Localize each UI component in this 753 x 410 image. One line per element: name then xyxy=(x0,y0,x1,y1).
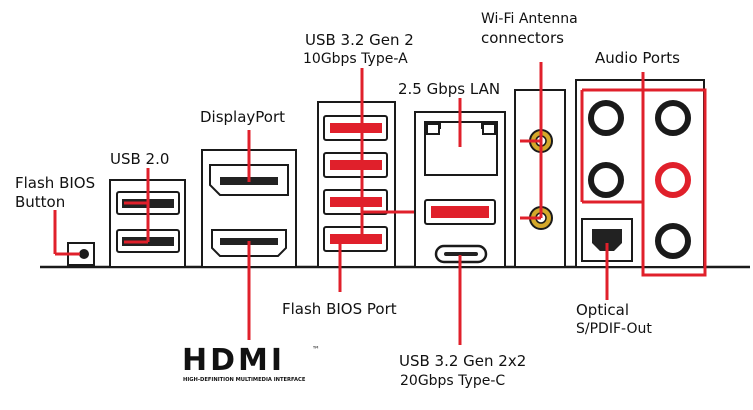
label-flash-bios-button-2: Button xyxy=(15,193,65,211)
label-usb32g2-1: USB 3.2 Gen 2 xyxy=(305,31,414,49)
wifi-antenna-connectors xyxy=(514,62,566,268)
label-optical-2: S/PDIF-Out xyxy=(576,321,652,337)
label-flash-bios-port: Flash BIOS Port xyxy=(282,300,397,318)
label-optical-1: Optical xyxy=(576,301,629,319)
label-audio: Audio Ports xyxy=(595,49,680,67)
label-wifi-2: connectors xyxy=(481,29,564,47)
label-lan: 2.5 Gbps LAN xyxy=(398,80,500,98)
audio-ports xyxy=(575,72,707,300)
flash-bios-button xyxy=(53,210,95,266)
label-usb20: USB 2.0 xyxy=(110,150,169,168)
label-usb32g2-2: 10Gbps Type-A xyxy=(303,51,408,67)
hdmi-tagline: HIGH-DEFINITION MULTIMEDIA INTERFACE xyxy=(183,377,306,383)
usb20-ports xyxy=(109,168,186,268)
label-usb32g2x2-2: 20Gbps Type-C xyxy=(400,373,505,389)
hdmi-wordmark: HDMI xyxy=(182,343,285,378)
lan-usbc-block xyxy=(414,98,506,345)
hdmi-trademark: ™ xyxy=(312,345,320,354)
label-wifi-1: Wi-Fi Antenna xyxy=(481,11,578,27)
usb32-gen2-ports xyxy=(317,68,432,292)
hdmi-logo: HDMI ™ HIGH-DEFINITION MULTIMEDIA INTERF… xyxy=(182,343,320,383)
label-displayport: DisplayPort xyxy=(200,108,285,126)
label-usb32g2x2-1: USB 3.2 Gen 2x2 xyxy=(399,352,526,370)
label-flash-bios-button-1: Flash BIOS xyxy=(15,174,95,192)
video-ports xyxy=(201,130,297,340)
